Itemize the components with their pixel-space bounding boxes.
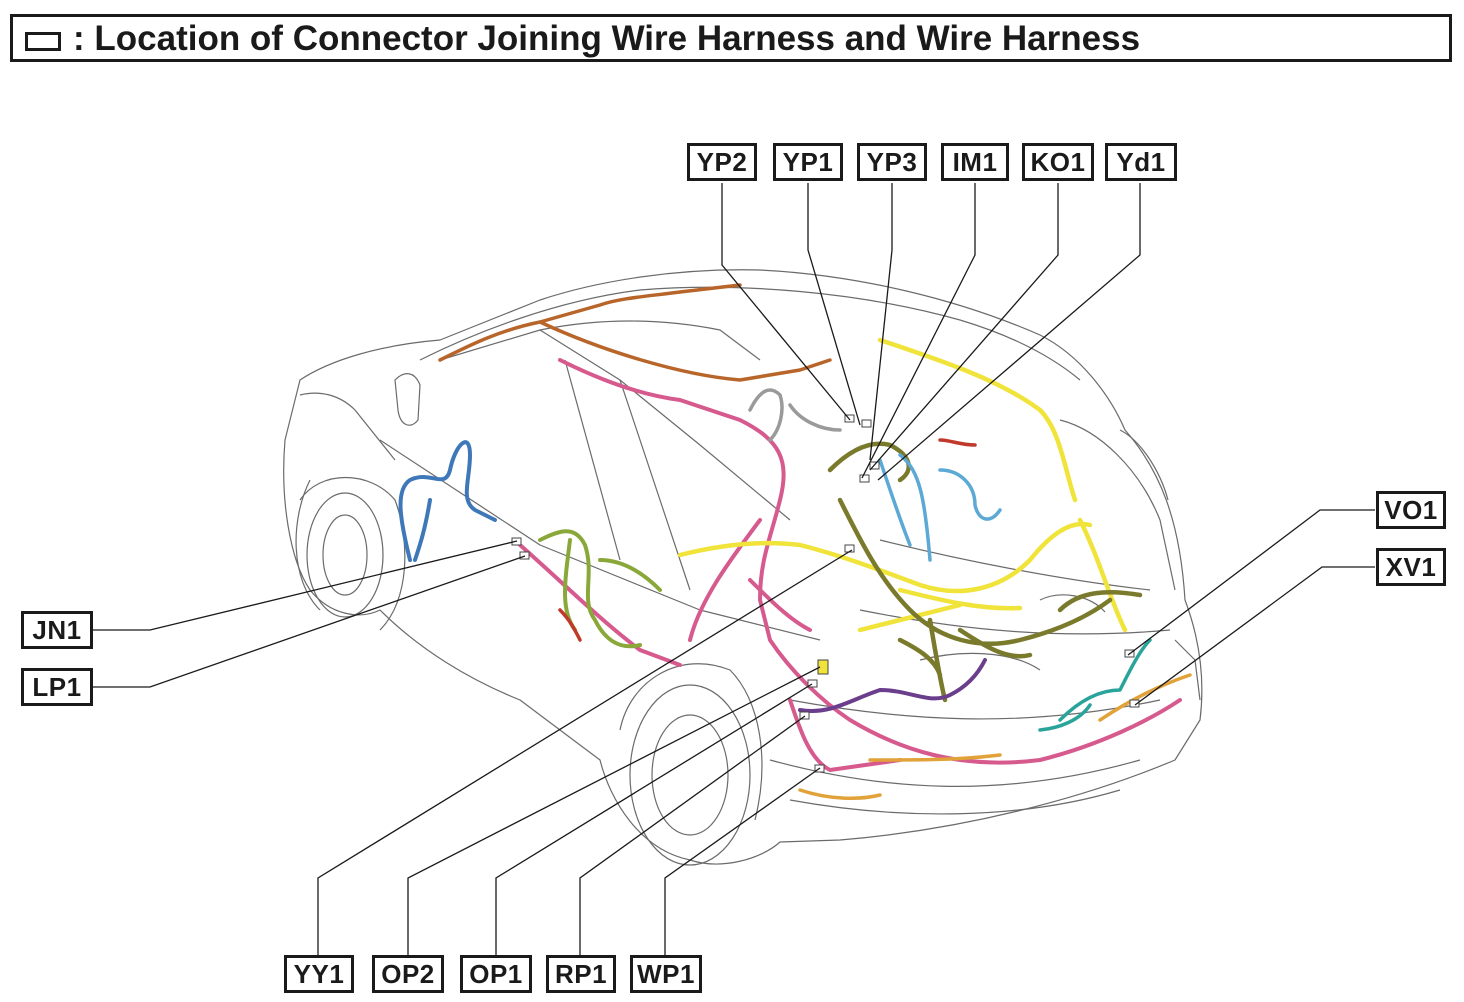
connector-label-ko1: KO1 xyxy=(1022,143,1094,181)
connector-label-wp1: WP1 xyxy=(630,955,702,993)
body-harness-pink xyxy=(518,358,1182,772)
connector-label-jn1: JN1 xyxy=(21,611,93,649)
leader-im1 xyxy=(861,183,976,479)
leader-op2 xyxy=(407,666,821,955)
leader-wp1 xyxy=(664,767,821,955)
rear-harness-teal xyxy=(1038,638,1152,732)
connector-label-op1: OP1 xyxy=(460,955,532,993)
connector-box-icon xyxy=(25,32,61,51)
connector-markers xyxy=(511,414,1140,773)
floor-harness-olive xyxy=(827,441,1143,703)
floor-harness-yellow xyxy=(677,337,1128,633)
connector-label-yp1: YP1 xyxy=(773,143,843,181)
leader-lp1 xyxy=(93,555,526,688)
leader-yy1 xyxy=(317,549,853,955)
rear-harness-orange xyxy=(798,673,1192,801)
leader-yp1 xyxy=(807,183,861,426)
leader-lines xyxy=(93,183,1375,955)
leader-vo1 xyxy=(1127,509,1375,656)
connector-label-yp2: YP2 xyxy=(687,143,757,181)
connector-label-vo1: VO1 xyxy=(1376,491,1446,529)
connector-label-op2: OP2 xyxy=(372,955,444,993)
connector-label-yd1: Yd1 xyxy=(1105,143,1177,181)
leader-yp2 xyxy=(721,183,851,421)
rear-harness-purple xyxy=(798,658,987,713)
leader-rp1 xyxy=(579,715,806,955)
roof-harness xyxy=(438,283,832,382)
connector-label-lp1: LP1 xyxy=(21,668,93,706)
door-harness-green xyxy=(538,529,662,649)
connector-label-rp1: RP1 xyxy=(546,955,616,993)
connector-label-yy1: YY1 xyxy=(284,955,354,993)
connector-label-yp3: YP3 xyxy=(857,143,927,181)
connector-label-xv1: XV1 xyxy=(1376,548,1446,586)
connector-label-im1: IM1 xyxy=(941,143,1009,181)
roof-console-grey xyxy=(748,388,842,442)
car-body-outline xyxy=(283,269,1203,866)
floor-harness-light-blue xyxy=(878,453,1002,562)
leader-jn1 xyxy=(93,540,518,631)
door-harness-blue xyxy=(398,440,497,562)
page-title: : Location of Connector Joining Wire Har… xyxy=(73,19,1141,58)
leader-yd1 xyxy=(877,183,1141,481)
leader-op1 xyxy=(495,683,813,955)
leader-xv1 xyxy=(1134,566,1375,706)
title-bar: : Location of Connector Joining Wire Har… xyxy=(10,14,1452,62)
rear-harness-red xyxy=(558,438,977,642)
leader-ko1 xyxy=(869,183,1059,471)
leader-yp3 xyxy=(869,183,893,461)
